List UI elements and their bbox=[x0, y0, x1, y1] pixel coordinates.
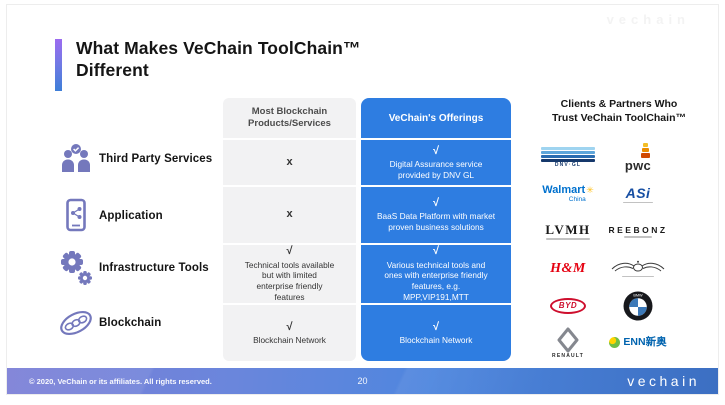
third-party-services-icon bbox=[53, 143, 99, 175]
logo-pwc: pwc bbox=[625, 143, 651, 172]
title-line-1: What Makes VeChain ToolChain™ bbox=[76, 38, 361, 58]
row-blockchain: Blockchain bbox=[53, 301, 223, 345]
footer-page-number: 20 bbox=[357, 376, 368, 386]
dnv-gl-bars-icon bbox=[541, 147, 595, 162]
cell-most-blockchain: √Blockchain Network bbox=[223, 305, 356, 361]
byd-oval-icon: BYD bbox=[550, 297, 586, 314]
blockchain-icon bbox=[53, 308, 99, 338]
vechain-watermark: vechain bbox=[606, 12, 690, 27]
logo-hm: H&M bbox=[550, 260, 586, 276]
walmart-spark-icon: ✳ bbox=[586, 185, 594, 196]
cell-ve-third-party: √Digital Assurance service provided by D… bbox=[361, 140, 511, 185]
pwc-flame-icon bbox=[640, 143, 650, 158]
footer: © 2020, VeChain or its affiliates. All r… bbox=[7, 368, 718, 394]
row-label: Application bbox=[99, 210, 163, 222]
enn-ball-icon bbox=[609, 337, 621, 348]
renault-diamond-icon bbox=[557, 327, 579, 352]
column-header-most: Most Blockchain Products/Services bbox=[223, 98, 356, 138]
logo-bmw: BMW bbox=[623, 291, 653, 321]
cell-most-third-party: x bbox=[223, 140, 356, 185]
cell-ve-infrastructure: √Various technical tools and ones with e… bbox=[361, 245, 511, 303]
partners-header: Clients & Partners Who Trust VeChain Too… bbox=[552, 98, 686, 125]
row-label: Infrastructure Tools bbox=[99, 262, 209, 274]
logo-walmart-china: Walmart✳ China bbox=[542, 184, 594, 204]
footer-copyright: © 2020, VeChain or its affiliates. All r… bbox=[29, 376, 212, 386]
logo-lvmh: LVMH bbox=[545, 223, 590, 240]
cell-ve-blockchain: √Blockchain Network bbox=[361, 305, 511, 361]
row-application: Application bbox=[53, 194, 223, 238]
logo-byd: BYD bbox=[550, 297, 586, 314]
wings-emblem-icon bbox=[611, 260, 665, 272]
logo-renault: RENAULT bbox=[552, 327, 584, 359]
wings-caption bbox=[622, 275, 654, 278]
cell-most-application: x bbox=[223, 187, 356, 243]
cell-ve-application: √BaaS Data Platform with market proven b… bbox=[361, 187, 511, 243]
svg-text:BMW: BMW bbox=[633, 293, 643, 297]
row-third-party-services: Third Party Services bbox=[53, 137, 223, 181]
title-line-2: Different bbox=[76, 60, 149, 81]
vechain-logo: vechain bbox=[627, 373, 700, 389]
row-label: Blockchain bbox=[99, 317, 162, 329]
partners-logo-grid: DNV·GL pwc Walmart✳ China ASi LVMH REEBO… bbox=[538, 139, 678, 361]
infrastructure-tools-icon bbox=[53, 249, 99, 287]
logo-asi: ASi bbox=[623, 186, 653, 204]
logo-dnv-gl: DNV·GL bbox=[541, 147, 595, 168]
reebonz-caption bbox=[624, 236, 652, 238]
logo-enn: ENN新奥 bbox=[609, 337, 667, 348]
cell-most-infrastructure: √Technical tools available but with limi… bbox=[223, 245, 356, 303]
logo-reebonz: REEBONZ bbox=[608, 225, 667, 238]
column-most-blockchain-products: Most Blockchain Products/Services x x √T… bbox=[223, 98, 356, 361]
title-accent-bar bbox=[55, 39, 62, 91]
application-icon bbox=[53, 198, 99, 234]
row-label: Third Party Services bbox=[99, 153, 213, 165]
logo-wings-emblem bbox=[610, 260, 666, 278]
bmw-roundel-icon: BMW bbox=[623, 291, 653, 320]
row-infrastructure-tools: Infrastructure Tools bbox=[53, 246, 223, 290]
column-header-vechain: VeChain's Offerings bbox=[361, 98, 511, 138]
column-vechain-offerings: VeChain's Offerings √Digital Assurance s… bbox=[361, 98, 511, 361]
asi-caption bbox=[623, 201, 653, 204]
lvmh-caption bbox=[546, 238, 590, 240]
